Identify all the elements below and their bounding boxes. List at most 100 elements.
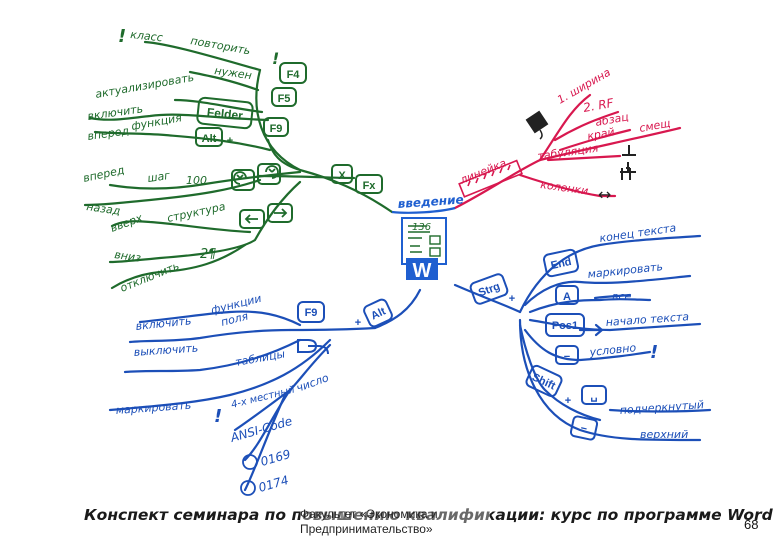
key-undo (231, 169, 255, 191)
label-copy: 0169 (259, 447, 292, 469)
key-alt-blue (363, 298, 393, 328)
label-otklyuchit: отключить (118, 259, 181, 295)
label-chislo: число (295, 371, 331, 395)
key-alt-blue-label: Alt (369, 305, 388, 322)
key-fx (355, 174, 383, 194)
key-felder-label: Felder (206, 105, 244, 123)
footer-line-2: Предпринимательство» (300, 522, 433, 536)
green-exclaim: ! (118, 26, 126, 47)
key-x (331, 164, 353, 184)
green-keys (195, 62, 383, 229)
key-f9 (263, 117, 289, 137)
key-f4-label: F4 (287, 69, 301, 81)
paint-drop-icon (539, 129, 543, 140)
label-abzac: абзац (594, 110, 629, 129)
label-hundred: 100 (186, 174, 207, 187)
redo-icon (265, 165, 279, 179)
blue-left-exclaim: ! (214, 406, 222, 427)
key-minus2 (569, 415, 599, 441)
label-razrf: 2. RF (582, 96, 616, 115)
key-right (267, 203, 293, 223)
label-kray: край (586, 125, 615, 143)
footer-line-1: Факультет «Экономика и (300, 507, 438, 521)
green-exclaim-2: ! (272, 49, 279, 68)
label-vklyuchit-blue: включить (135, 314, 192, 333)
key-pos1 (545, 313, 585, 337)
word-logo-letter: W (413, 260, 432, 282)
blue-plus: + (509, 293, 515, 305)
key-a-label: A (563, 291, 571, 303)
arrow-right-icon (274, 208, 288, 218)
key-a (555, 285, 579, 305)
blue-right-branch (453, 234, 712, 442)
green-branch (83, 40, 394, 290)
label-klass: класс (130, 28, 164, 44)
key-f9-label: F9 (270, 123, 283, 135)
key-pos1-label: Pos1 (552, 320, 578, 332)
label-nachalo: начало текста (605, 310, 689, 329)
label-vpered2: вперед (82, 164, 126, 185)
label-kolonki: колонки (540, 178, 589, 198)
footer-faculty: Факультет «Экономика и Предпринимательст… (300, 507, 490, 537)
label-uslovno: условно (588, 341, 637, 359)
label-otklyuchit-blue: выключить (133, 342, 198, 359)
blue-left-plus: + (355, 317, 361, 329)
tab-stop-icon (622, 145, 636, 156)
key-alt (195, 127, 223, 147)
blue-right-exclaim: ! (650, 342, 658, 363)
copyright-icon (242, 454, 258, 470)
label-vse: все (612, 290, 632, 303)
word-logo-icon (406, 258, 438, 280)
key-minus2-label: − (579, 422, 588, 435)
center-node (391, 206, 456, 280)
center-underline (391, 206, 456, 214)
label-tablicy: таблицы (234, 347, 286, 369)
label-vpered: вперед (87, 124, 130, 143)
label-aktualizirovat: актуализировать (94, 71, 195, 101)
key-redo (257, 163, 281, 185)
key-alt-label: Alt (202, 133, 217, 145)
mouse-icon (297, 339, 329, 355)
undo-icon (233, 171, 247, 185)
key-shift (525, 364, 563, 398)
pink-ruler (458, 159, 523, 198)
green-key-glyphs (233, 165, 288, 224)
center-title: введение (397, 192, 464, 211)
label-underline: подчеркнутый (619, 398, 704, 417)
label-markirovat-right: маркировать (587, 260, 664, 281)
green-plus: + (227, 135, 233, 147)
label-arrow: ↔ (598, 185, 611, 204)
key-strg (469, 273, 509, 305)
key-f4 (279, 62, 307, 84)
copyright-marks (240, 454, 258, 496)
center-page-ref: 136 (412, 222, 431, 233)
label-ansi: ANSI-Code (228, 414, 294, 445)
tab-icons (525, 110, 636, 180)
label-struktura: структура (166, 200, 227, 225)
key-fx-label: Fx (363, 180, 377, 192)
label-markirovat-left: маркировать (115, 399, 191, 417)
columns-icon (621, 168, 631, 180)
key-minus-label: − (564, 351, 570, 363)
blue-left-keys (297, 298, 393, 355)
blue-left-branch (108, 288, 422, 492)
key-space-label: ␣ (591, 390, 598, 402)
blue-plus-2: + (565, 395, 571, 407)
key-end-label: End (550, 256, 573, 272)
key-end (542, 248, 580, 278)
key-left (239, 209, 265, 229)
key-f5 (271, 87, 297, 107)
label-shag: шаг (147, 169, 171, 185)
key-minus (555, 345, 579, 365)
registered-icon (240, 480, 256, 496)
key-space (581, 385, 607, 405)
key-f9-blue-label: F9 (305, 307, 318, 319)
label-reg: 0174 (257, 473, 290, 495)
key-felder (196, 96, 254, 130)
label-smeshchenie: смещ (638, 117, 671, 135)
label-vniz: вниз (114, 248, 142, 265)
label-nazad: назад (86, 200, 122, 218)
ruler-icon (458, 159, 523, 198)
label-nuzhen: нужен (214, 64, 253, 82)
